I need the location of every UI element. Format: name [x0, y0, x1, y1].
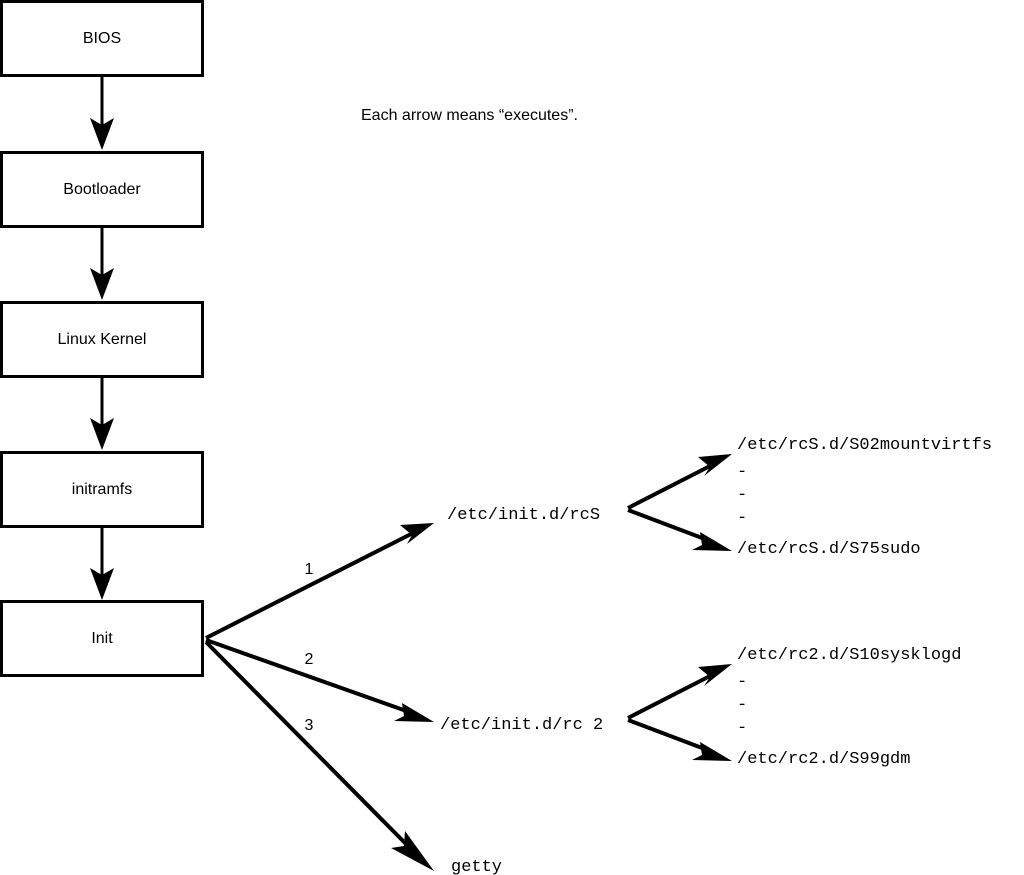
arrow-rcs-to-last-script	[627, 508, 732, 551]
bootloader-box	[0, 151, 204, 228]
node-initramfs[interactable]: initramfs	[0, 451, 204, 528]
initramfs-box	[0, 451, 204, 528]
edge-number-1: 1	[305, 561, 314, 578]
arrow-initramfs-to-init	[90, 527, 114, 600]
edge-number-3: 3	[305, 717, 314, 734]
node-bootloader[interactable]: Bootloader	[0, 151, 204, 228]
arrowhead	[391, 831, 434, 871]
arrowhead	[692, 742, 732, 761]
rcs-first-script: /etc/rcS.d/S02mountvirtfs	[737, 436, 992, 455]
rcs-last-script: /etc/rcS.d/S75sudo	[737, 540, 921, 559]
arrow-rc2-to-last-script	[627, 718, 732, 761]
edge-number-2: 2	[305, 651, 314, 668]
arrow-bios-to-bootloader	[90, 76, 114, 150]
rc2-last-script: /etc/rc2.d/S99gdm	[737, 750, 910, 769]
arrowhead	[90, 418, 114, 450]
rc2-ellipsis-dash-1: -	[737, 673, 747, 692]
arrow-init-to-rcs	[205, 523, 434, 640]
rc2-ellipsis-dash-2: -	[737, 696, 747, 715]
bios-label: BIOS	[83, 30, 121, 47]
init-label: Init	[91, 630, 113, 647]
target-rc2-label: /etc/init.d/rc 2	[440, 716, 603, 735]
arrowhead	[698, 664, 732, 686]
arrow-rcs-to-first-script	[627, 454, 732, 510]
target-getty-label: getty	[451, 858, 502, 875]
arrowhead	[90, 568, 114, 600]
target-rcs-label: /etc/init.d/rcS	[447, 506, 600, 525]
node-bios[interactable]: BIOS	[0, 0, 204, 77]
arrowhead	[90, 118, 114, 150]
rcs-ellipsis-dash-1: -	[737, 463, 747, 482]
rc2-ellipsis-dash-3: -	[737, 719, 747, 738]
arrowhead	[394, 703, 434, 722]
node-init[interactable]: Init	[0, 600, 204, 677]
init-box	[0, 600, 204, 677]
initramfs-label: initramfs	[72, 481, 132, 498]
kernel-label: Linux Kernel	[58, 331, 147, 348]
arrow-init-to-getty	[204, 640, 434, 871]
legend-note: Each arrow means “executes”.	[361, 107, 578, 124]
arrowhead	[698, 454, 732, 476]
arrow-bootloader-to-kernel	[90, 227, 114, 300]
bios-box	[0, 0, 204, 77]
arrow-rc2-to-first-script	[627, 664, 732, 720]
arrowhead	[400, 523, 434, 544]
arrowhead	[90, 268, 114, 300]
arrow-init-to-rc2	[205, 638, 434, 722]
arrowhead	[692, 532, 732, 551]
arrow-kernel-to-initramfs	[90, 377, 114, 450]
rcs-ellipsis-dash-3: -	[737, 509, 747, 528]
kernel-box	[0, 301, 204, 378]
rc2-first-script: /etc/rc2.d/S10sysklogd	[737, 646, 961, 665]
rcs-ellipsis-dash-2: -	[737, 486, 747, 505]
bootloader-label: Bootloader	[63, 181, 141, 198]
node-linux-kernel[interactable]: Linux Kernel	[0, 301, 204, 378]
